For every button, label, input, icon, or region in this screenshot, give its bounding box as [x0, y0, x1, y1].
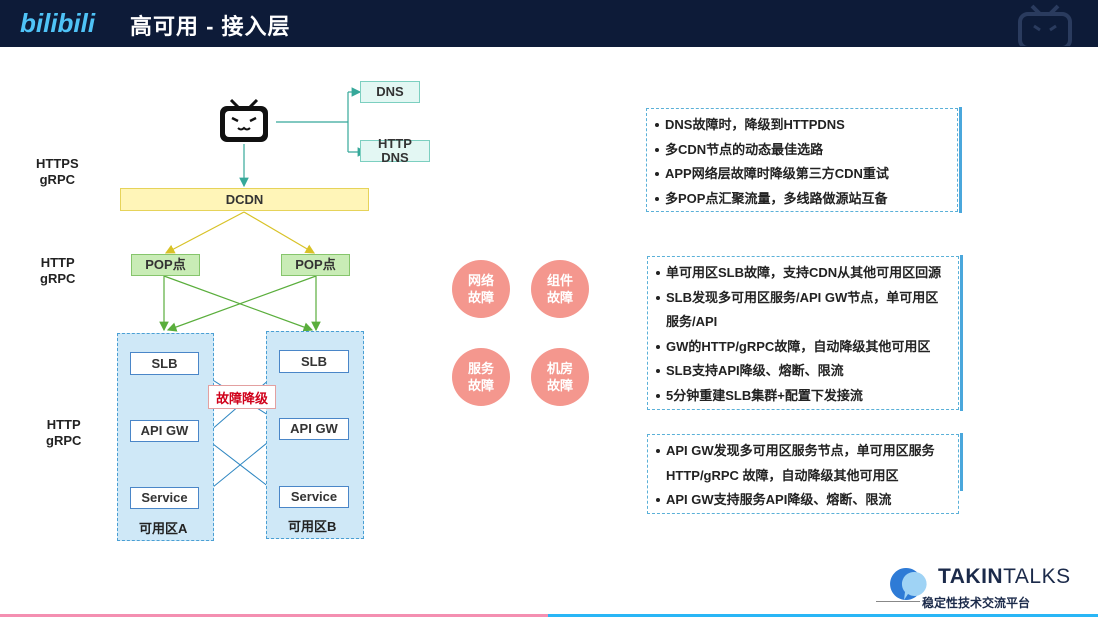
info-box-accent-bar	[960, 433, 963, 491]
zone-a-slb: SLB	[130, 352, 199, 375]
info-item: 多CDN节点的动态最佳选路	[655, 138, 951, 163]
zone-b-api-gw: API GW	[279, 418, 349, 440]
info-item: 单可用区SLB故障，支持CDN从其他可用区回源	[656, 261, 952, 286]
info-box-cdn: DNS故障时，降级到HTTPDNS 多CDN节点的动态最佳选路 APP网络层故障…	[646, 107, 962, 213]
footer-accent-pink	[0, 614, 548, 617]
dcdn-box: DCDN	[120, 188, 369, 211]
info-box-slb: 单可用区SLB故障，支持CDN从其他可用区回源 SLB发现多可用区服务/API …	[647, 255, 963, 411]
info-list-cdn: DNS故障时，降级到HTTPDNS 多CDN节点的动态最佳选路 APP网络层故障…	[655, 113, 951, 212]
zone-a-service: Service	[130, 487, 199, 509]
footer-accent-blue	[548, 614, 1098, 617]
brand-divider	[876, 601, 920, 602]
pop-box-right: POP点	[281, 254, 350, 276]
info-item: DNS故障时，降级到HTTPDNS	[655, 113, 951, 138]
bilibili-logo: bilibili	[20, 8, 96, 38]
pop-box-left: POP点	[131, 254, 200, 276]
fault-circle-component: 组件故障	[531, 260, 589, 318]
info-item: API GW支持服务API降级、熔断、限流	[656, 488, 952, 513]
tv-client-icon	[220, 98, 268, 142]
dns-box: DNS	[360, 81, 420, 103]
info-item: API GW发现多可用区服务节点，单可用区服务	[656, 439, 952, 464]
zone-b-service: Service	[279, 486, 349, 508]
zone-a-label: 可用区A	[139, 521, 188, 536]
brand-name: TAKINTALKS	[938, 565, 1071, 588]
header-bar: bilibili 高可用 - 接入层	[0, 0, 1098, 47]
brand-tagline: 稳定性技术交流平台	[922, 596, 1031, 610]
fault-circle-network: 网络故障	[452, 260, 510, 318]
takintalks-logo-icon	[890, 568, 927, 600]
zone-b-slb: SLB	[279, 350, 349, 373]
info-item: 服务/API	[666, 314, 718, 329]
info-item: 5分钟重建SLB集群+配置下发接流	[656, 384, 952, 409]
fault-circle-datacenter: 机房故障	[531, 348, 589, 406]
info-box-accent-bar	[959, 107, 962, 213]
zone-a-api-gw: API GW	[130, 420, 199, 442]
zone-b-label: 可用区B	[288, 519, 337, 534]
info-item: SLB发现多可用区服务/API GW节点，单可用区	[656, 286, 952, 311]
info-box-accent-bar	[960, 255, 963, 411]
fault-degrade-tag: 故障降级	[208, 385, 276, 409]
svg-text:bilibili: bilibili	[20, 8, 96, 38]
info-item: GW的HTTP/gRPC故障，自动降级其他可用区	[656, 335, 952, 360]
info-item: APP网络层故障时降级第三方CDN重试	[655, 162, 951, 187]
info-item: SLB支持API降级、熔断、限流	[656, 359, 952, 384]
info-list-slb: 单可用区SLB故障，支持CDN从其他可用区回源 SLB发现多可用区服务/API …	[656, 261, 952, 409]
info-item: HTTP/gRPC 故障，自动降级其他可用区	[666, 467, 899, 483]
fault-circle-service: 服务故障	[452, 348, 510, 406]
info-box-gateway: API GW发现多可用区服务节点，单可用区服务 HTTP/gRPC 故障，自动降…	[647, 433, 963, 514]
info-item: 多POP点汇聚流量，多线路做源站互备	[655, 187, 951, 212]
page-title: 高可用 - 接入层	[130, 14, 291, 39]
info-list-gateway: API GW发现多可用区服务节点，单可用区服务 HTTP/gRPC 故障，自动降…	[656, 439, 952, 513]
tv-mascot-watermark-icon	[1018, 4, 1072, 46]
